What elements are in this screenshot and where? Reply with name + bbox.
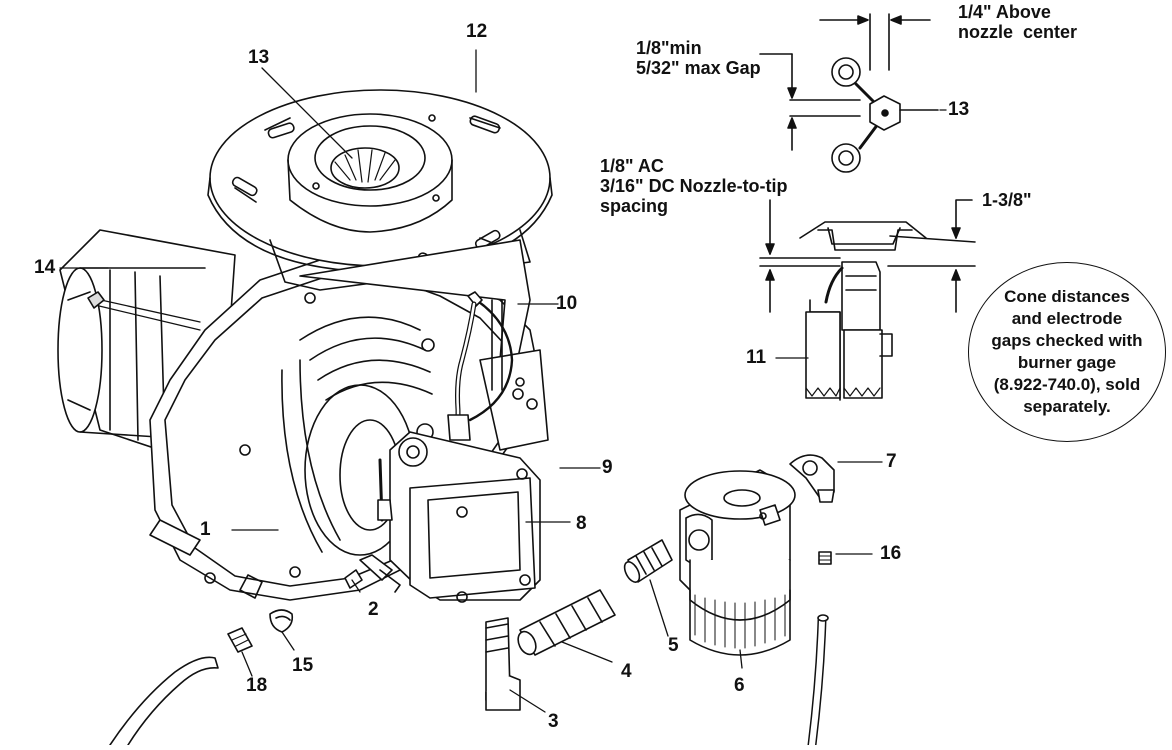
burner-gage-note-text: Cone distances and electrode gaps checke… — [991, 286, 1143, 417]
callout-15: 15 — [292, 655, 314, 676]
filter-elbow — [789, 454, 835, 503]
burner-gage-note: Cone distances and electrode gaps checke… — [968, 262, 1166, 442]
callout-2: 2 — [368, 599, 379, 620]
note-cone-dimension: 1-3/8" — [982, 190, 1032, 210]
leader-lines — [59, 49, 947, 713]
callout-14: 14 — [34, 257, 56, 278]
callout-3: 3 — [548, 711, 559, 732]
callout-16: 16 — [880, 543, 902, 564]
note-above-nozzle-center: 1/4" Above nozzle center — [958, 2, 1078, 43]
hose-barb — [623, 539, 673, 583]
pump-fittings — [109, 569, 363, 746]
callout-13-burner: 13 — [248, 47, 270, 68]
elbow-fitting — [485, 617, 521, 711]
oil-filter — [679, 469, 796, 656]
callout-4: 4 — [621, 661, 632, 682]
note-electrode-gap: 1/8"min 5/32" max Gap — [636, 38, 761, 79]
nozzle-cone-detail — [759, 199, 976, 401]
callout-9: 9 — [602, 457, 613, 478]
note-nozzle-tip-spacing: 1/8" AC 3/16" DC Nozzle-to-tip spacing — [600, 156, 788, 217]
callout-18: 18 — [246, 675, 268, 696]
callout-13-detail: 13 — [948, 99, 970, 120]
callout-5: 5 — [668, 635, 679, 656]
callout-11: 11 — [746, 347, 767, 368]
fuel-pump — [359, 431, 541, 603]
oil-tubing — [807, 614, 829, 750]
compression-ferrule — [818, 551, 832, 565]
pipe-nipple — [517, 589, 616, 656]
callout-6: 6 — [734, 675, 745, 696]
callout-10: 10 — [556, 293, 578, 314]
mounting-flange — [207, 89, 553, 421]
callout-7: 7 — [886, 451, 897, 472]
callout-12: 12 — [466, 21, 488, 42]
callout-1: 1 — [200, 519, 211, 540]
ignitor-box — [468, 294, 549, 451]
callout-8: 8 — [576, 513, 587, 534]
oil-line — [447, 291, 483, 441]
electrode-top-detail — [759, 13, 939, 173]
